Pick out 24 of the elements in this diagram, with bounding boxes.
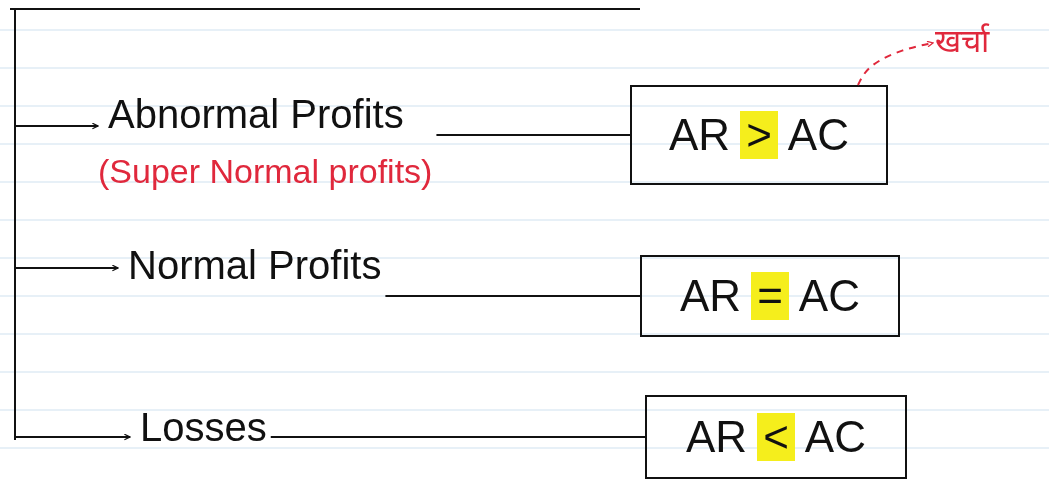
term-label: Normal Profits [128,243,382,288]
relation-term: AR [680,274,742,318]
relation-term: AC [787,113,849,157]
relation-box [640,255,900,337]
dash-connector [269,436,646,438]
highlighted-operator: > [740,111,778,159]
relation-box [630,85,888,185]
annotation-text: खर्चा [935,21,989,61]
dashed-arrow [857,40,934,86]
relation-box [645,395,907,479]
relation-term: AC [798,274,860,318]
highlighted-operator: < [757,413,795,461]
relation-term: AC [804,415,866,459]
arrow [14,264,119,272]
arrow [14,122,99,130]
relation-term: AR [686,415,748,459]
dash-connector [384,295,641,297]
arrow [14,433,131,441]
term-label: Losses [140,405,267,450]
term-note: (Super Normal profits) [98,152,433,191]
dash-connector [435,134,631,136]
highlighted-operator: = [751,272,789,320]
relation-term: AR [669,113,731,157]
term-label: Abnormal Profits [108,92,404,137]
